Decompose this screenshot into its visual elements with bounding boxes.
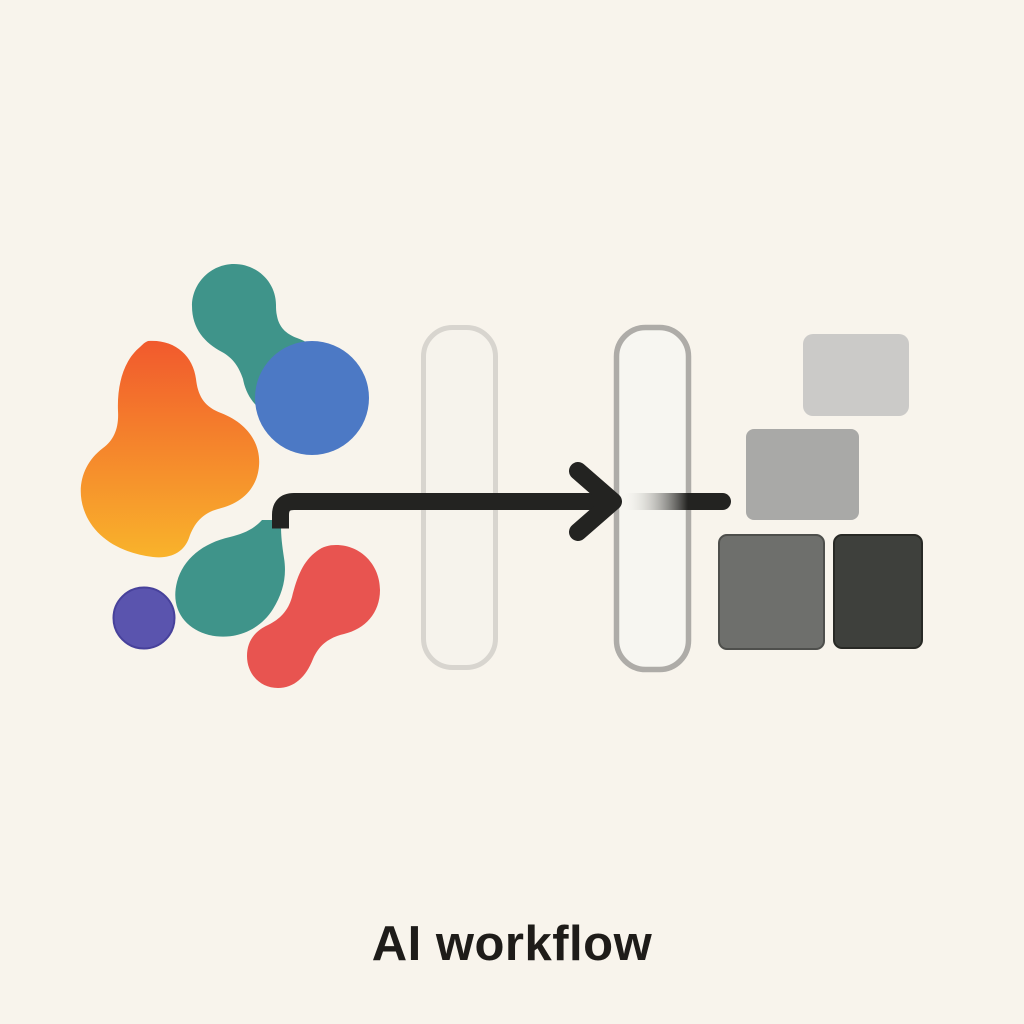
caption-text: AI workflow	[372, 917, 653, 971]
output-tiles	[718, 334, 923, 650]
output-tile-dark	[833, 534, 923, 649]
output-tile-light	[803, 334, 909, 416]
teal-droplet-blob	[175, 520, 285, 637]
blue-circle-blob	[255, 341, 369, 455]
arrow-head-icon	[569, 462, 622, 541]
arrow-shaft	[272, 493, 612, 529]
output-tile-gray	[718, 534, 825, 650]
output-tile-medium	[746, 429, 859, 520]
red-dumbbell-blob	[247, 545, 380, 688]
purple-circle-blob	[112, 586, 176, 650]
flow-arrow	[272, 462, 731, 541]
orange-gradient-blob	[80, 340, 260, 558]
input-blobs	[80, 264, 380, 688]
